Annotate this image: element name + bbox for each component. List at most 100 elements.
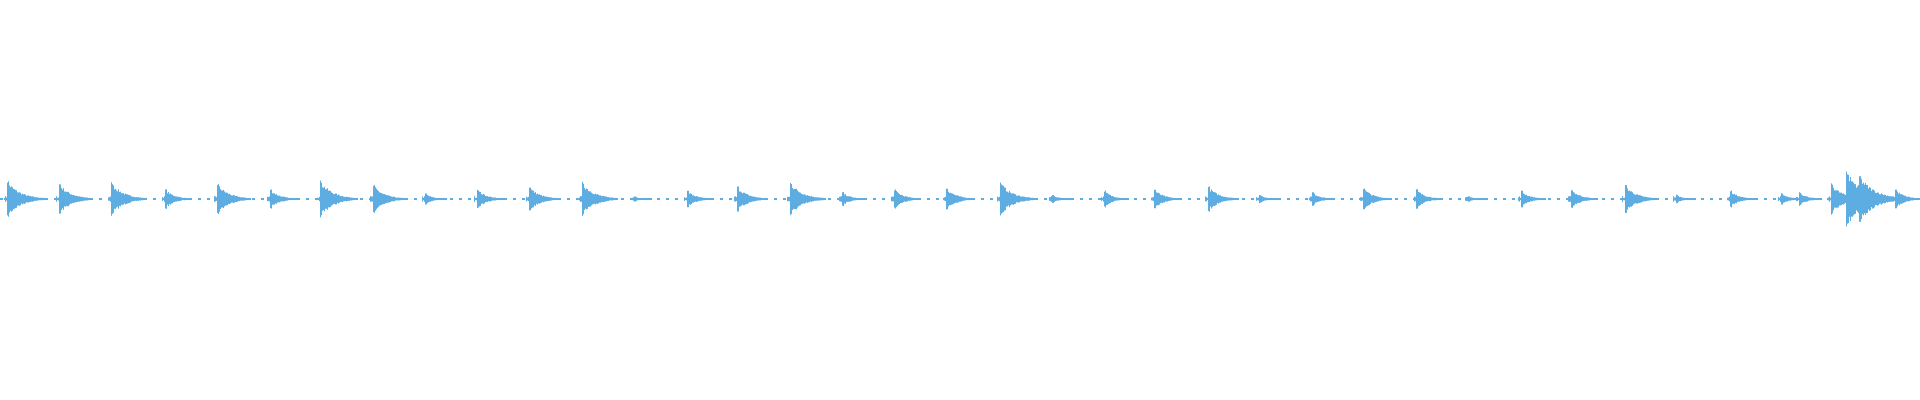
waveform-sample xyxy=(711,198,712,200)
waveform-sample xyxy=(335,193,336,205)
waveform-sample xyxy=(1232,197,1233,201)
waveform-sample xyxy=(142,197,143,201)
waveform-sample xyxy=(281,196,282,202)
waveform-sample xyxy=(1545,198,1546,200)
waveform-sample xyxy=(904,196,905,202)
waveform-sample xyxy=(1575,194,1576,204)
waveform-sample xyxy=(1632,192,1633,206)
waveform-sample xyxy=(376,188,377,210)
waveform-sample xyxy=(163,197,164,201)
waveform-sample xyxy=(1627,188,1628,210)
waveform-sample xyxy=(738,186,739,212)
waveform-sample xyxy=(1376,196,1377,202)
waveform-sample xyxy=(1795,198,1796,200)
waveform-sample xyxy=(635,196,636,202)
waveform-sample xyxy=(999,196,1000,202)
waveform-sample xyxy=(1423,195,1424,203)
waveform-sample xyxy=(169,194,170,204)
waveform-sample xyxy=(1589,197,1590,201)
waveform-sample xyxy=(1020,196,1021,202)
waveform-sample xyxy=(1312,192,1313,206)
waveform-sample xyxy=(1384,197,1385,201)
waveform-sample xyxy=(7,182,8,216)
waveform-sample xyxy=(554,198,555,200)
waveform-sample xyxy=(1636,194,1637,204)
waveform-sample xyxy=(953,194,954,204)
waveform-sample xyxy=(1360,197,1361,201)
waveform-burst xyxy=(1205,186,1239,212)
waveform-sample xyxy=(765,198,766,200)
waveform-sample xyxy=(557,198,558,200)
waveform-sample xyxy=(1265,197,1266,201)
waveform-sample xyxy=(535,191,536,207)
waveform-sample xyxy=(1747,197,1748,201)
waveform-sample xyxy=(404,198,405,200)
waveform-sample xyxy=(294,198,295,200)
waveform-sample xyxy=(607,196,608,202)
waveform-sample xyxy=(1001,184,1002,214)
waveform-sample xyxy=(141,197,142,201)
waveform-sample xyxy=(236,195,237,203)
waveform-burst xyxy=(631,196,652,202)
waveform-sample xyxy=(1848,174,1849,224)
waveform-sample xyxy=(215,196,216,202)
waveform-sample xyxy=(1256,197,1257,201)
waveform-sample xyxy=(17,192,18,206)
waveform-sample xyxy=(1219,195,1220,203)
waveform-sample xyxy=(226,192,227,206)
waveform-sample xyxy=(1013,193,1014,205)
waveform-sample xyxy=(541,195,542,203)
waveform-sample xyxy=(127,194,128,204)
waveform-burst xyxy=(1465,196,1486,202)
waveform-sample xyxy=(686,197,687,201)
waveform-sample xyxy=(275,194,276,204)
waveform-sample xyxy=(1530,196,1531,202)
waveform-sample xyxy=(808,195,809,203)
waveform-sample xyxy=(38,197,39,201)
waveform-sample xyxy=(122,193,123,205)
waveform-sample xyxy=(1373,194,1374,204)
waveform-sample xyxy=(1642,196,1643,202)
waveform-sample xyxy=(896,191,897,207)
waveform-sample xyxy=(113,185,114,213)
waveform-sample xyxy=(1273,198,1274,200)
waveform-sample xyxy=(134,197,135,201)
waveform-sample xyxy=(1011,193,1012,205)
waveform-sample xyxy=(115,188,116,210)
waveform-sample xyxy=(839,196,840,202)
waveform-sample xyxy=(1798,197,1799,201)
waveform-sample xyxy=(1223,196,1224,202)
waveform-sample xyxy=(601,195,602,203)
waveform-sample xyxy=(1875,192,1876,206)
waveform-sample xyxy=(74,195,75,203)
waveform-sample xyxy=(801,193,802,205)
waveform-sample xyxy=(1874,190,1875,208)
waveform-sample xyxy=(552,197,553,201)
waveform-sample xyxy=(26,195,27,203)
waveform-sample xyxy=(1819,198,1820,200)
waveform-sample xyxy=(815,197,816,201)
waveform-sample xyxy=(144,198,145,200)
waveform-sample xyxy=(1102,197,1103,201)
waveform-sample xyxy=(145,197,146,201)
waveform-sample xyxy=(1754,198,1755,200)
waveform-burst xyxy=(997,182,1036,216)
waveform-sample xyxy=(616,198,617,200)
waveform-sample xyxy=(130,195,131,203)
waveform-sample xyxy=(1427,196,1428,202)
waveform-sample xyxy=(892,196,893,202)
waveform-sample xyxy=(1174,198,1175,200)
waveform-sample xyxy=(1270,198,1271,200)
waveform-sample xyxy=(190,198,191,200)
waveform-sample xyxy=(1277,198,1278,200)
waveform-sample xyxy=(534,192,535,206)
waveform-sample xyxy=(1814,198,1815,200)
waveform-sample xyxy=(1015,194,1016,204)
waveform-sample xyxy=(1535,197,1536,201)
waveform-sample xyxy=(1916,198,1917,200)
waveform-sample xyxy=(1209,186,1210,212)
waveform-sample xyxy=(1477,198,1478,200)
waveform-sample xyxy=(373,185,374,213)
